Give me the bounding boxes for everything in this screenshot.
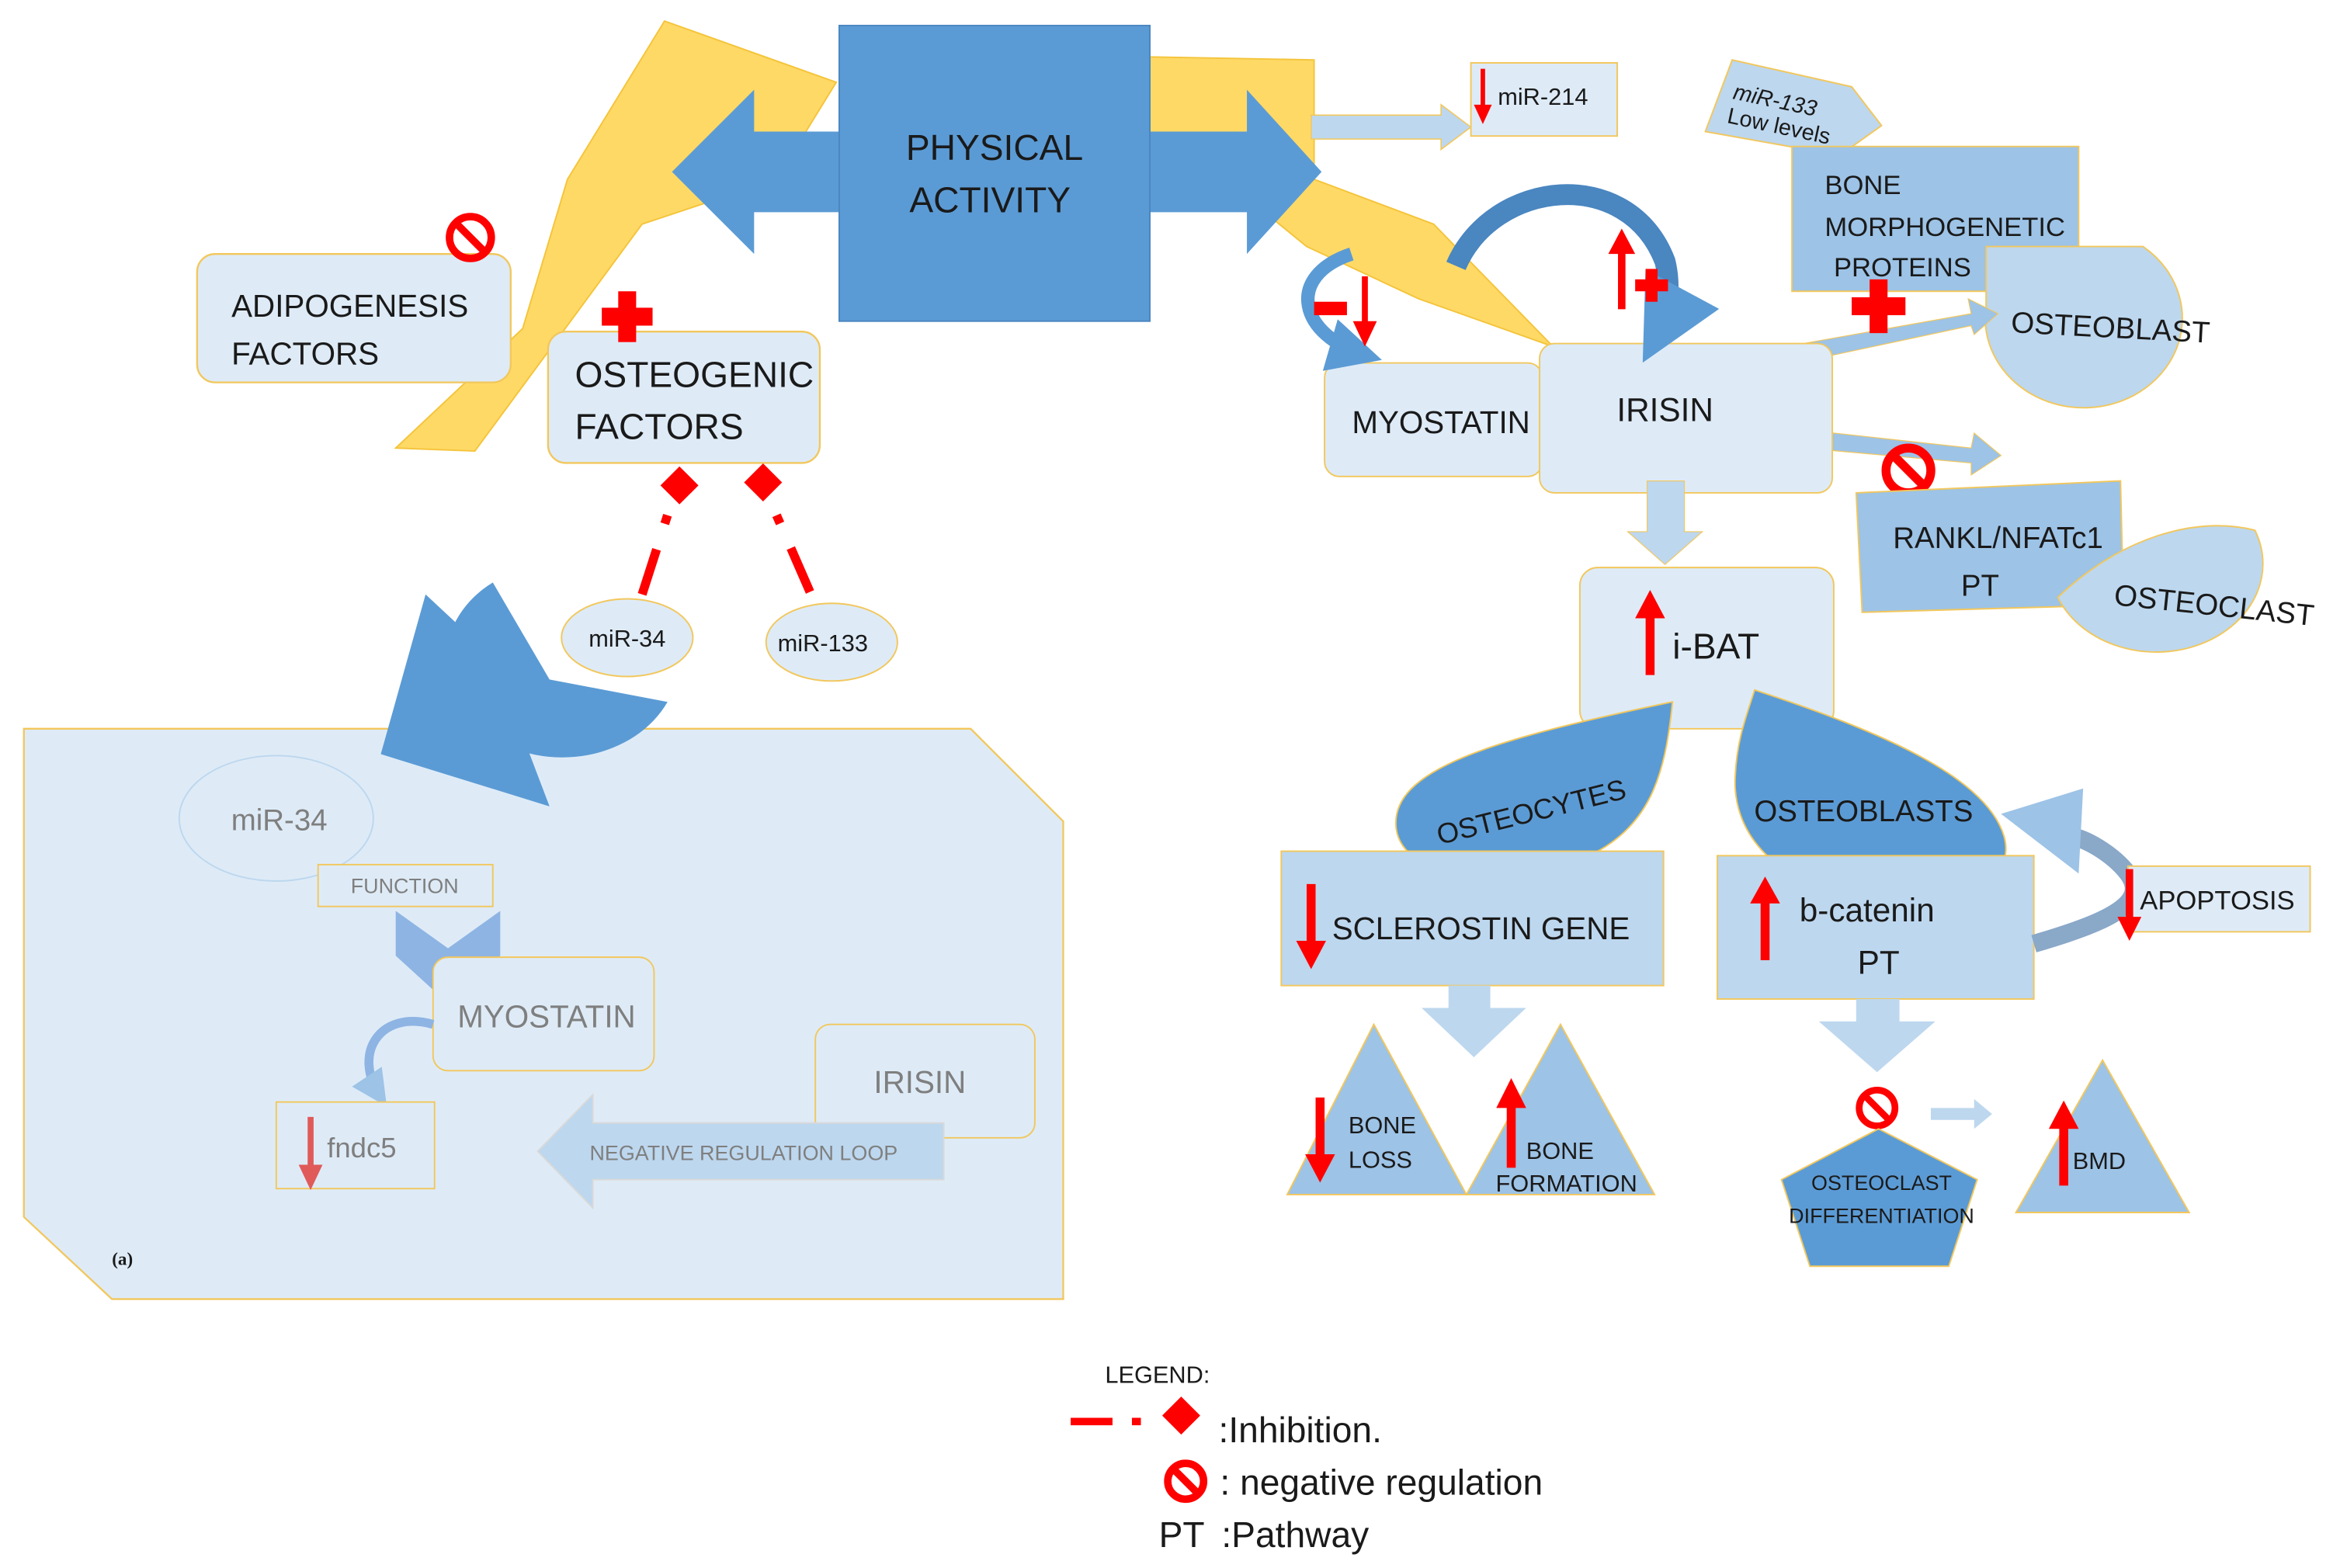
bmd-triangle xyxy=(2014,1058,2191,1213)
osteoclast-diff-prohibition-icon xyxy=(1856,1086,1899,1129)
legend-prohibition-icon xyxy=(1164,1459,1208,1504)
arrow-to-mir214 xyxy=(1310,103,1472,151)
panel-fndc5-label: fndc5 xyxy=(327,1132,396,1164)
irisin-curved-arrow-icon xyxy=(1446,184,1720,363)
osteoblasts-label: OSTEOBLASTS xyxy=(1754,795,1973,828)
mir214-down-arrow-icon xyxy=(1474,68,1492,124)
ibat-label: i-BAT xyxy=(1672,626,1759,666)
panel-mir34-label: miR-34 xyxy=(231,804,328,838)
bone-formation-label-1: BONE xyxy=(1526,1137,1594,1164)
osteocytes-shape xyxy=(1395,701,1674,877)
legend-inhibition-label: :Inhibition. xyxy=(1219,1410,1382,1450)
bmp-label-2: MORPHOGENETIC xyxy=(1824,213,2065,242)
physical-activity-label-1: PHYSICAL xyxy=(906,127,1083,168)
negative-regulation-loop-arrow xyxy=(536,1092,945,1210)
legend-pt-abbr: PT xyxy=(1159,1514,1205,1555)
mir34-small-label: miR-34 xyxy=(588,625,665,652)
legend-title: LEGEND: xyxy=(1105,1361,1210,1388)
legend-pathway-label: :Pathway xyxy=(1221,1514,1369,1555)
apoptosis-label: APOPTOSIS xyxy=(2140,886,2294,916)
panel-myostatin-box xyxy=(432,956,655,1072)
rankl-label-2: PT xyxy=(1961,570,1999,603)
osteoblast-plus-icon xyxy=(1852,279,1906,334)
apoptosis-loop-arrow xyxy=(2031,827,2143,952)
osteogenic-label-2: FACTORS xyxy=(575,407,744,447)
rankl-label-1: RANKL/NFATc1 xyxy=(1893,522,2103,555)
legend-negative-regulation-label: : negative regulation xyxy=(1220,1462,1543,1503)
physical-activity-box xyxy=(838,24,1151,322)
panel-function-box xyxy=(317,863,494,907)
bmp-label-3: PROTEINS xyxy=(1834,253,1971,283)
osteogenic-factors-box xyxy=(547,331,821,464)
osteoblast-shape xyxy=(1984,245,2183,409)
legend-inhibition-icon xyxy=(1071,1396,1200,1435)
apoptosis-down-arrow-icon xyxy=(2117,869,2142,941)
bone-loss-label-2: LOSS xyxy=(1349,1146,1412,1173)
mir133-low-levels-shape xyxy=(1704,59,1883,157)
bcatenin-label-2: PT xyxy=(1858,944,1900,980)
panel-myostatin-label: MYOSTATIN xyxy=(457,999,636,1035)
sclerostin-down-arrow-icon xyxy=(1296,883,1326,970)
panel-function-label: FUNCTION xyxy=(351,874,459,897)
osteoclast-diff-pentagon xyxy=(1780,1128,1978,1268)
sclerostin-box xyxy=(1280,850,1665,987)
adipogenesis-label-2: FACTORS xyxy=(231,336,379,372)
arrow-irisin-to-ibat xyxy=(1626,480,1704,566)
mir34-small-node xyxy=(561,598,694,678)
bmd-label: BMD xyxy=(2073,1147,2126,1174)
bcatenin-up-arrow-icon xyxy=(1750,876,1780,960)
panel-irisin-label: IRISIN xyxy=(873,1064,966,1100)
mir133-small-label: miR-133 xyxy=(778,630,868,657)
myostatin-label: MYOSTATIN xyxy=(1352,404,1530,440)
bone-loss-down-arrow-icon xyxy=(1305,1097,1335,1183)
inhibition-line-mir133 xyxy=(744,463,817,599)
bmp-label-1: BONE xyxy=(1824,171,1901,200)
bone-formation-triangle xyxy=(1465,1022,1656,1195)
bone-loss-triangle xyxy=(1286,1022,1468,1195)
myostatin-minus-down-icon xyxy=(1314,276,1377,347)
irisin-label: IRISIN xyxy=(1616,392,1713,428)
osteoclast-diff-label-1: OSTEOCLAST xyxy=(1811,1171,1952,1195)
osteogenic-label-1: OSTEOGENIC xyxy=(575,354,814,394)
prohibition-icon xyxy=(446,213,495,262)
bone-formation-label-2: FORMATION xyxy=(1496,1170,1637,1197)
ibat-up-arrow-icon xyxy=(1635,589,1665,675)
plus-icon xyxy=(602,291,653,342)
myostatin-curved-arrow-icon xyxy=(1301,247,1382,371)
irisin-up-plus-icon xyxy=(1608,228,1668,310)
osteoclast-diff-label-2: DIFFERENTIATION xyxy=(1789,1204,1974,1227)
mir133-small-node xyxy=(765,602,898,682)
bone-formation-up-arrow-icon xyxy=(1496,1077,1526,1168)
arrow-sclerostin-down xyxy=(1422,985,1526,1057)
bmd-up-arrow-icon xyxy=(2048,1100,2079,1186)
panel-fndc5-box xyxy=(275,1101,436,1190)
mir214-box xyxy=(1470,62,1619,137)
panel-curved-arrow-icon xyxy=(352,1017,435,1107)
bcatenin-box xyxy=(1716,855,2035,1000)
physical-activity-label-2: ACTIVITY xyxy=(909,179,1071,220)
bcatenin-label-1: b-catenin xyxy=(1800,892,1935,928)
osteoclast-shape xyxy=(2057,525,2264,653)
apoptosis-box xyxy=(2126,865,2311,933)
sclerostin-label: SCLEROSTIN GENE xyxy=(1332,911,1630,946)
panel-a-label: (a) xyxy=(112,1248,133,1268)
mir214-label: miR-214 xyxy=(1498,83,1588,110)
panel-mir34-node xyxy=(178,755,374,882)
adipogenesis-label-1: ADIPOGENESIS xyxy=(231,288,468,324)
arrow-bcatenin-down xyxy=(1818,998,1936,1073)
arrow-to-bmd xyxy=(1930,1098,1992,1129)
big-down-arrow-shape xyxy=(380,594,550,807)
negative-regulation-loop-label: NEGATIVE REGULATION LOOP xyxy=(590,1142,898,1165)
adipogenesis-factors-box xyxy=(196,253,512,383)
inhibition-line-mir34 xyxy=(637,466,699,596)
panel-down-arrow-icon xyxy=(298,1116,323,1191)
apoptosis-arrow-head xyxy=(2001,788,2084,874)
bone-loss-label-1: BONE xyxy=(1349,1112,1416,1139)
